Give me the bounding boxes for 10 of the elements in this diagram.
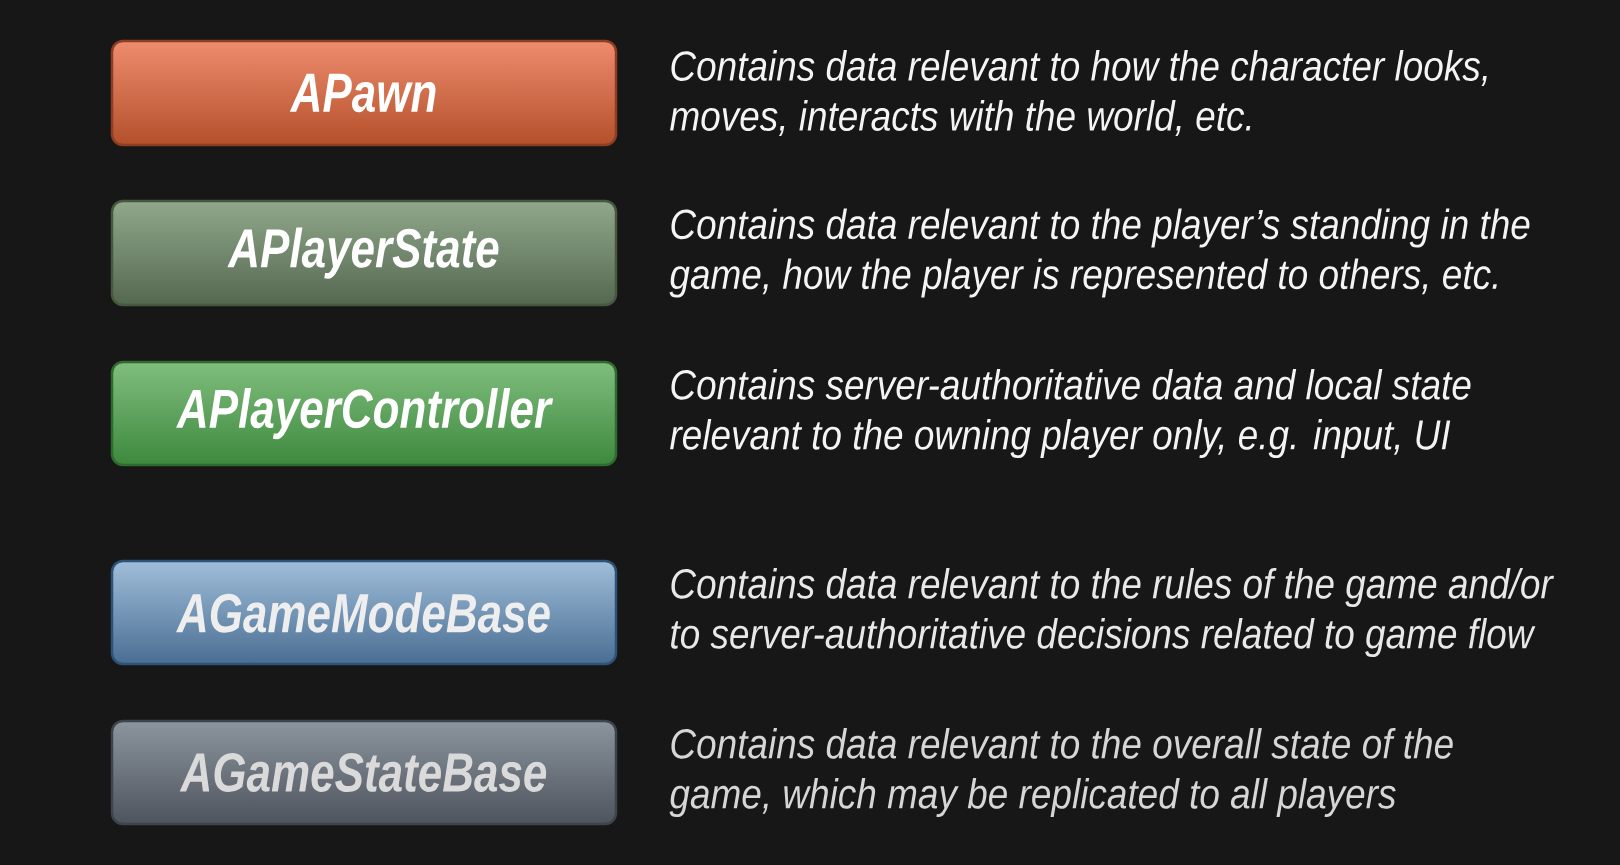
description-text: Contains data relevant to the rules of the game and/or to server-authoritative decisions related to game flow xyxy=(671,567,1554,658)
description-text: Contains data relevant to how the character looks, moves, interacts with the world, etc. xyxy=(670,50,1487,136)
description-text: Contains data relevant to the player’s standing in the game, how the player is represented to others, etc. xyxy=(669,208,1530,298)
class-box: APlayerController xyxy=(110,360,618,467)
description-text: Contains server-authoritative data and local state relevant to the owning player only, e.g. input, UI xyxy=(670,368,1471,459)
class-box: APlayerState xyxy=(110,199,618,307)
class-box: AGameStateBase xyxy=(110,719,618,826)
description-text: Contains data relevant to the overall state of the game, which may be replicated to all players xyxy=(669,727,1453,818)
class-box: APawn xyxy=(110,39,618,147)
class-box: AGameModeBase xyxy=(110,559,618,666)
